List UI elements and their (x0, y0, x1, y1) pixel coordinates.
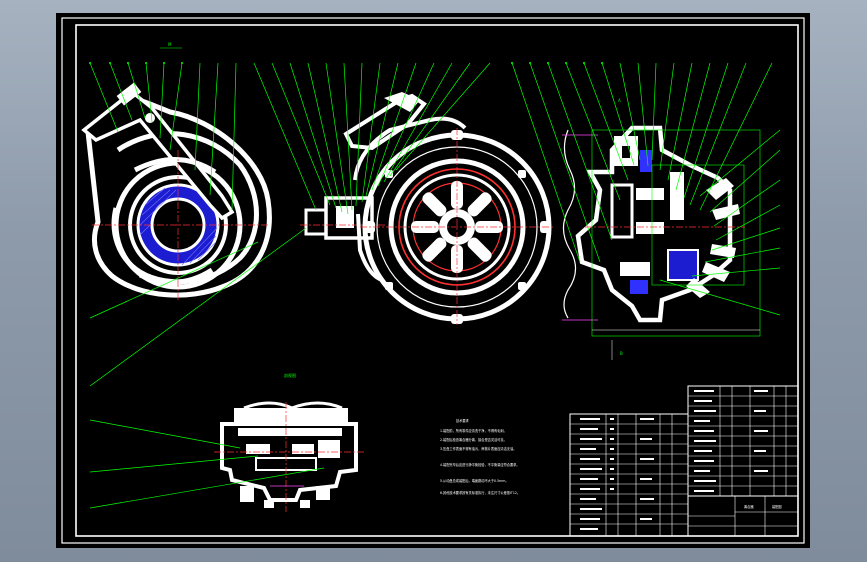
right-view-label-b: B (620, 351, 623, 356)
outer-frame (61, 17, 805, 544)
right-view-label-a: A (618, 98, 621, 103)
tech-note-line: 3.压盘工作表面不得有油污，摩擦片表面应清洁无油。 (440, 446, 516, 451)
top-view-label: M (168, 42, 172, 47)
parts-list (569, 385, 799, 537)
section-view-label: 剖视图 (284, 372, 296, 378)
tech-note-line: 5.从动盘总成装配后，端面跳动不大于0.5mm。 (440, 478, 509, 483)
tech-notes: 技术要求 1.装配前，所有零件应清洗干净，不得有毛刺。 2.装配后检查离合器分离… (440, 418, 520, 495)
tech-note-line: 6.其他技术要求按有关标准执行，未注尺寸公差按IT12。 (440, 490, 520, 495)
title-block-drawing-no: 装配图 (772, 504, 782, 509)
center-view (343, 92, 555, 325)
bottom-section-view (214, 401, 364, 512)
left-view (81, 82, 272, 300)
balloon-numbers (89, 62, 603, 64)
right-section-view (562, 125, 761, 360)
title-block-part-name: 离合器 (744, 504, 754, 509)
tech-notes-title: 技术要求 (456, 418, 470, 423)
tech-note-line: 2.装配后检查离合器分离、接合是否灵活可靠。 (440, 437, 507, 442)
inner-frame (75, 24, 799, 537)
tech-note-line: 1.装配前，所有零件应清洗干净，不得有毛刺。 (440, 428, 507, 433)
parts-list-entries (580, 390, 768, 530)
leader-lines (89, 62, 781, 509)
tech-note-line: 4.装配完毕后应进行静平衡检验，不平衡量应符合要求。 (440, 462, 520, 467)
